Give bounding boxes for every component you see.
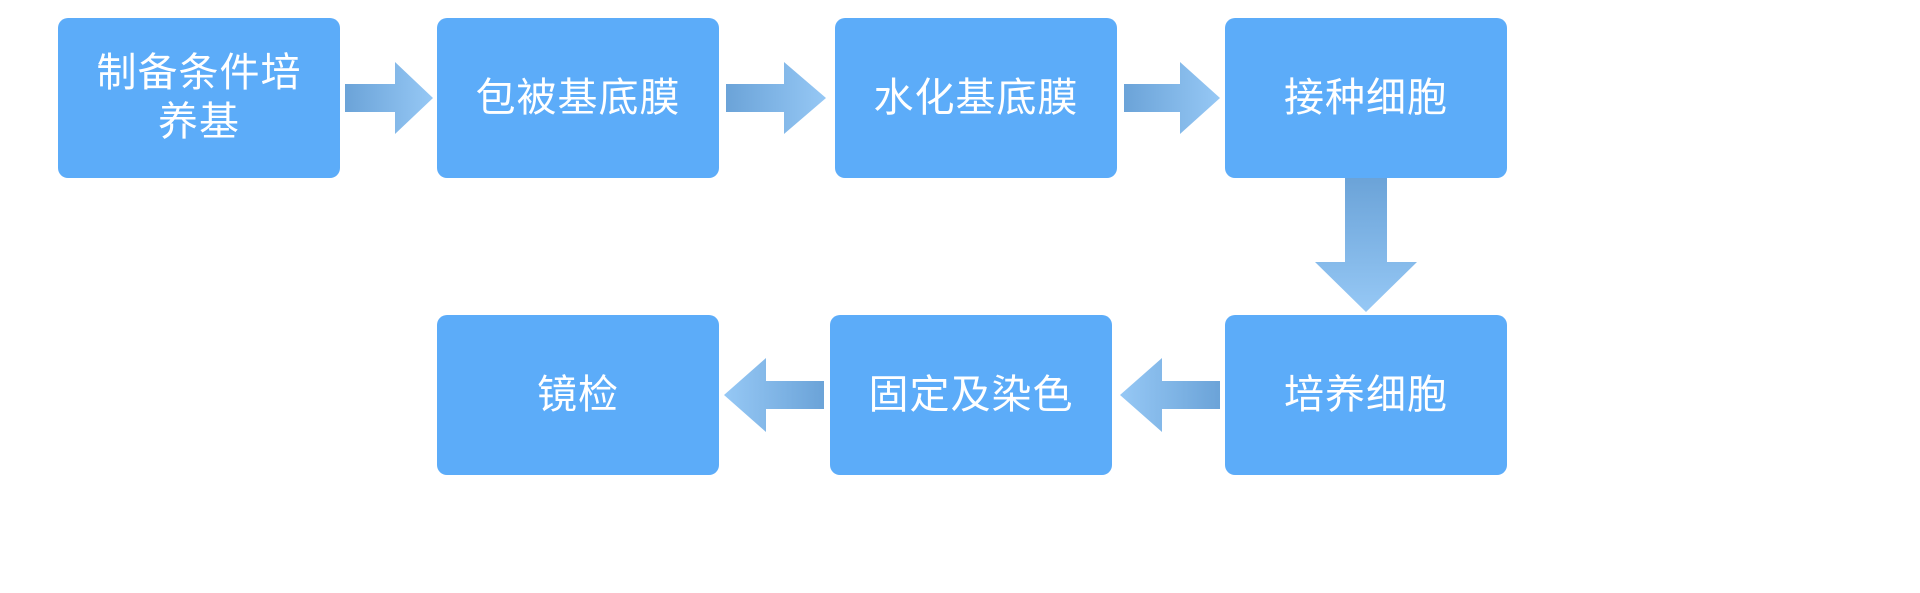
- arrow-left-culture-to-fixstain: [1120, 358, 1220, 432]
- flow-node-label: 固定及染色: [868, 372, 1074, 417]
- flow-node-seed-cells[interactable]: 接种细胞: [1225, 18, 1507, 178]
- flow-node-label: 镜检: [537, 372, 619, 417]
- flow-node-label: 制备条件培 养基: [96, 51, 302, 144]
- arrow-right-coat-to-hydrate: [726, 62, 826, 134]
- arrow-right-icon: [345, 62, 433, 134]
- arrow-right-icon: [726, 62, 826, 134]
- flow-node-label: 包被基底膜: [475, 75, 681, 120]
- arrow-left-icon: [1120, 358, 1220, 432]
- arrow-right-prepare-to-coat: [345, 62, 433, 134]
- flow-node-fix-and-stain[interactable]: 固定及染色: [830, 315, 1112, 475]
- arrow-left-fixstain-to-microscopy: [724, 358, 824, 432]
- flow-node-coat-basement-membrane[interactable]: 包被基底膜: [437, 18, 719, 178]
- flow-node-label: 接种细胞: [1284, 75, 1448, 120]
- arrow-right-icon: [1124, 62, 1220, 134]
- arrow-right-hydrate-to-seed: [1124, 62, 1220, 134]
- flow-node-hydrate-basement-membrane[interactable]: 水化基底膜: [835, 18, 1117, 178]
- arrow-left-icon: [724, 358, 824, 432]
- flow-node-label: 水化基底膜: [873, 75, 1079, 120]
- flow-node-microscopy-inspection[interactable]: 镜检: [437, 315, 719, 475]
- arrow-down-seed-to-culture: [1315, 178, 1417, 312]
- flow-node-prepare-conditioned-medium[interactable]: 制备条件培 养基: [58, 18, 340, 178]
- flow-node-label: 培养细胞: [1284, 372, 1448, 417]
- arrow-down-icon: [1315, 178, 1417, 312]
- flow-node-culture-cells[interactable]: 培养细胞: [1225, 315, 1507, 475]
